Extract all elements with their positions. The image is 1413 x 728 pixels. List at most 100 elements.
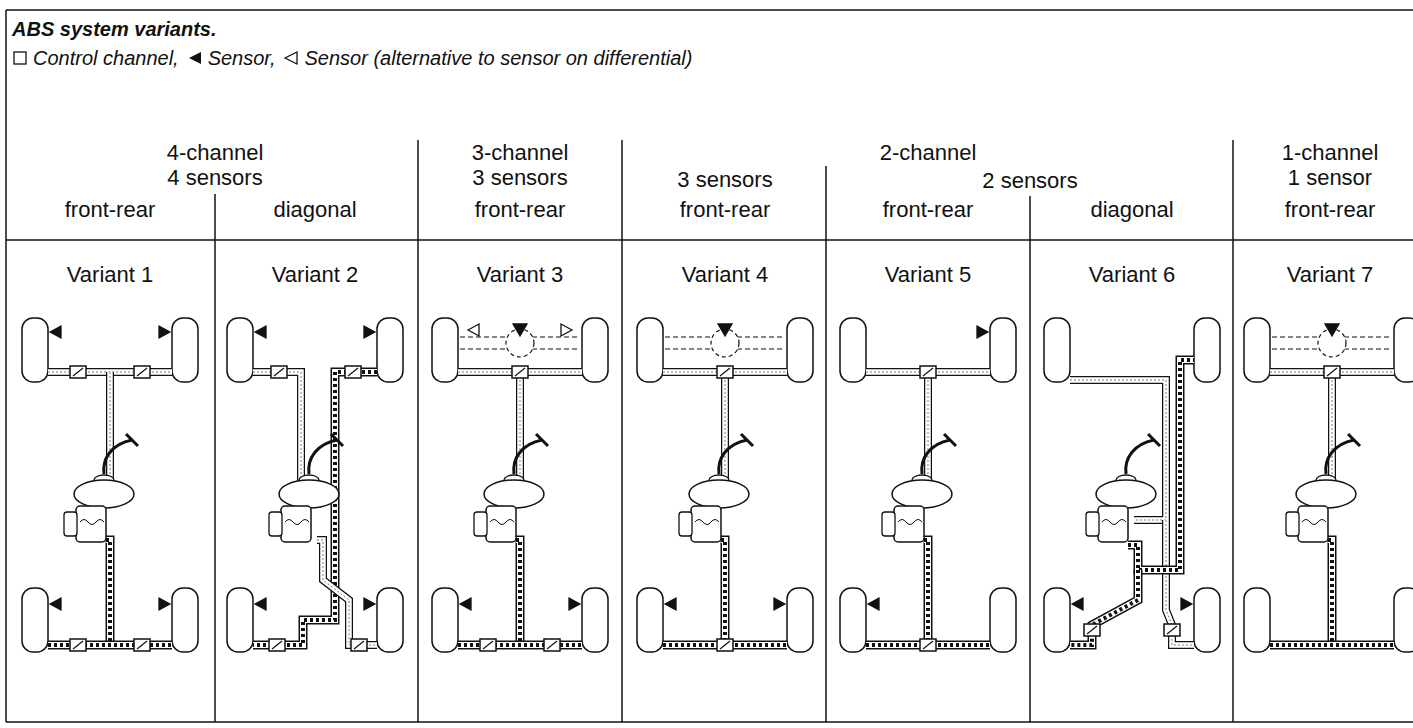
rear-brake-line [516,540,520,645]
legend-item: Sensor (alternative to sensor on differe… [283,46,692,70]
brake-line-core [1070,570,1138,645]
column-divider [1029,196,1031,722]
brake-booster [74,480,134,508]
alt-sensor-symbol [285,52,297,64]
wheel [377,318,403,382]
brake-line-hatch [253,372,301,490]
cylinder-detail [695,520,719,525]
valve-mark [923,368,933,376]
control-valve [717,366,733,378]
variant-label: Variant 7 [1287,262,1373,288]
brake-booster [689,480,749,508]
table-header: front-rear [65,197,155,223]
control-valve [271,366,287,378]
legend-item: Sensor, [187,46,276,70]
column-divider [214,194,216,722]
brake-booster [279,480,339,508]
master-cylinder [76,506,106,542]
legend-sample [187,50,203,66]
vehicle-schematic [227,318,403,652]
reservoir [1286,512,1299,536]
legend-text: Sensor, [208,46,276,70]
brake-line-hatch [1332,372,1333,490]
variant-label: Variant 1 [67,262,153,288]
wheel [840,588,866,652]
frame-line [5,10,7,722]
wheel-sensor [255,326,266,338]
control-valve [134,366,150,378]
wheel [1394,318,1413,382]
variant-label: Variant 2 [272,262,358,288]
valve-mark [354,641,364,649]
valve-mark [547,641,557,649]
rear-brake-line [253,372,377,645]
table-header: front-rear [680,197,770,223]
front-brake-line [721,372,729,490]
brake-line-hatch [48,643,172,647]
control-valve [70,639,86,651]
legend: Control channel, Sensor, Sensor (alternati… [12,46,700,70]
brake-line-core [253,372,377,645]
brake-line-core [48,642,172,648]
vehicle-schematic [637,318,813,652]
brake-line-core [722,372,728,490]
valve-mark [720,368,730,376]
wheel-sensor [460,598,471,610]
cylinder-detail [1102,520,1126,525]
wheel-sensor [868,598,879,610]
control-valve [717,639,733,651]
wheel-sensor [159,598,170,610]
column-divider [1232,140,1234,722]
wheel [840,318,866,382]
brake-line-hatch [1070,570,1138,645]
control-valve [70,366,86,378]
brake-pedal [309,440,337,474]
brake-line-core [925,372,931,490]
front-brake-line [1070,380,1166,520]
front-brake-line [106,372,114,490]
wheel-sensor [364,598,375,610]
control-valve [920,639,936,651]
valve-mark [274,368,284,376]
brake-line-hatch [106,540,110,645]
brake-booster [1096,480,1156,508]
table-header: 1 sensor [1288,165,1372,191]
valve-mark [1327,368,1337,376]
wheel [637,318,663,382]
pedal-pad [1348,434,1360,446]
master-cylinder [486,506,516,542]
wheel [990,588,1016,652]
brake-line-hatch [928,372,929,490]
sensor-symbol [189,52,201,64]
legend-item: Control channel, [12,46,179,70]
wheel-sensor [665,598,676,610]
pedal-pad [1148,434,1160,446]
wheel [787,318,813,382]
brake-line-core [517,372,523,490]
wheel-sensor [977,326,988,338]
alt-wheel-sensor [468,324,479,336]
column-divider [825,166,827,722]
table-header: 2-channel [880,140,977,166]
table-header: front-rear [883,197,973,223]
valve-mark [515,368,525,376]
valve-mark [348,368,358,376]
control-valve [512,366,528,378]
reservoir [269,512,282,536]
control-valve [269,639,285,651]
master-cylinder [281,506,311,542]
brake-line-hatch [1128,360,1194,570]
table-header: diagonal [273,197,356,223]
table-header: 3 sensors [472,165,567,191]
brake-booster [484,480,544,508]
wheel-sensor [774,598,785,610]
table-header: 4 sensors [167,165,262,191]
brake-pedal [922,440,950,474]
wheel-sensor [50,326,61,338]
wheel [1044,588,1070,652]
valve-mark [1087,626,1097,634]
legend-sample [12,50,28,66]
brake-pedal [719,440,747,474]
brake-line-hatch [1328,540,1332,645]
reservoir [474,512,487,536]
